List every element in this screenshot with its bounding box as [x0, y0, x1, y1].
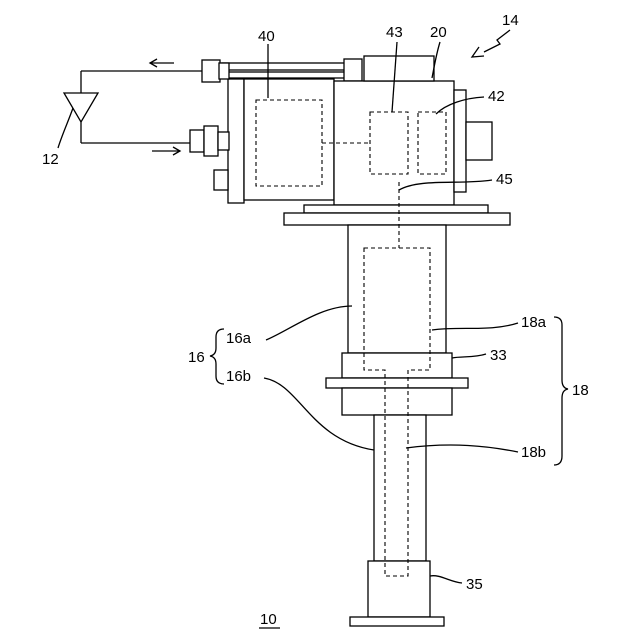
- upper-column-18a: [348, 225, 446, 353]
- side-knob: [466, 122, 492, 160]
- input-connector-body: [204, 126, 218, 156]
- leader-14: [484, 30, 510, 52]
- leader-14-arrowhead: [472, 47, 484, 57]
- output-connector-body: [202, 60, 220, 82]
- head-assembly: [190, 56, 510, 225]
- antenna-group: [64, 59, 202, 155]
- output-connector-nut: [219, 63, 229, 79]
- label-45: 45: [496, 171, 513, 188]
- platform-plate: [284, 213, 510, 225]
- label-14: 14: [502, 12, 519, 29]
- flange-33-lower: [342, 388, 452, 415]
- label-43: 43: [386, 24, 403, 41]
- leader-35: [430, 576, 462, 583]
- side-connector: [214, 170, 228, 190]
- top-rail-lower: [222, 72, 346, 78]
- label-16a: 16a: [226, 330, 252, 347]
- label-12: 12: [42, 151, 59, 168]
- input-connector-nut: [218, 132, 229, 150]
- housing-top-block: [364, 56, 434, 81]
- brace-16: [210, 329, 224, 384]
- label-18b: 18b: [521, 444, 546, 461]
- label-35: 35: [466, 576, 483, 593]
- base-35: [368, 561, 430, 617]
- leader-12: [58, 108, 73, 148]
- mast-assembly: [326, 182, 468, 626]
- label-16: 16: [188, 349, 205, 366]
- label-33: 33: [490, 347, 507, 364]
- label-40: 40: [258, 28, 275, 45]
- label-42: 42: [488, 88, 505, 105]
- left-plate: [228, 79, 244, 203]
- label-20: 20: [430, 24, 447, 41]
- flange-33-plate: [326, 378, 468, 388]
- leader-33: [452, 354, 486, 358]
- top-rail-upper: [222, 63, 346, 70]
- input-connector-tip: [190, 130, 204, 152]
- leader-16a: [266, 306, 352, 340]
- label-18: 18: [572, 382, 589, 399]
- lower-column-18b: [374, 415, 426, 561]
- brace-18: [554, 317, 568, 465]
- housing-side-panel: [454, 90, 466, 192]
- base-foot: [350, 617, 444, 626]
- housing-base-plate: [304, 205, 488, 213]
- flange-33-upper: [342, 353, 452, 378]
- label-18a: 18a: [521, 314, 547, 331]
- rail-end-block: [344, 59, 362, 81]
- label-16b: 16b: [226, 368, 251, 385]
- unit-40-box: [244, 79, 334, 200]
- label-10: 10: [260, 611, 277, 628]
